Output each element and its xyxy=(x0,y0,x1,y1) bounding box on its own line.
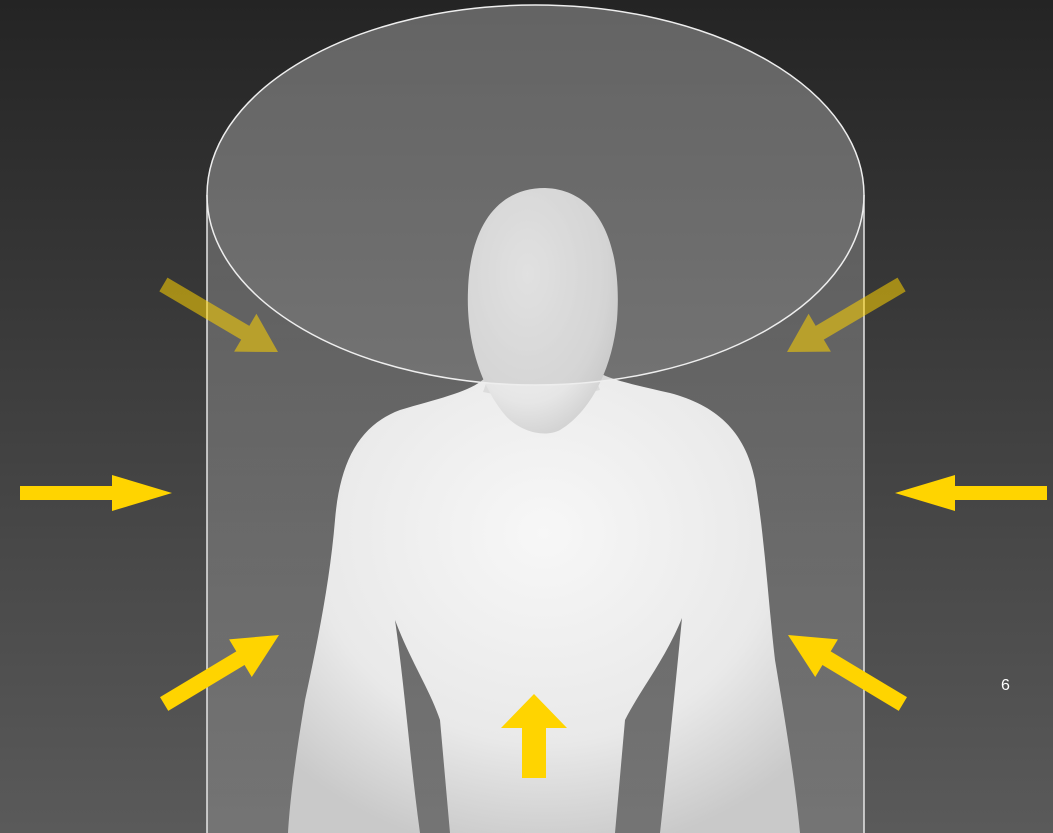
page-number: 6 xyxy=(1001,678,1010,694)
arrow-icon xyxy=(20,475,172,511)
arrow-icon xyxy=(895,475,1047,511)
cylinder-top xyxy=(207,5,864,385)
